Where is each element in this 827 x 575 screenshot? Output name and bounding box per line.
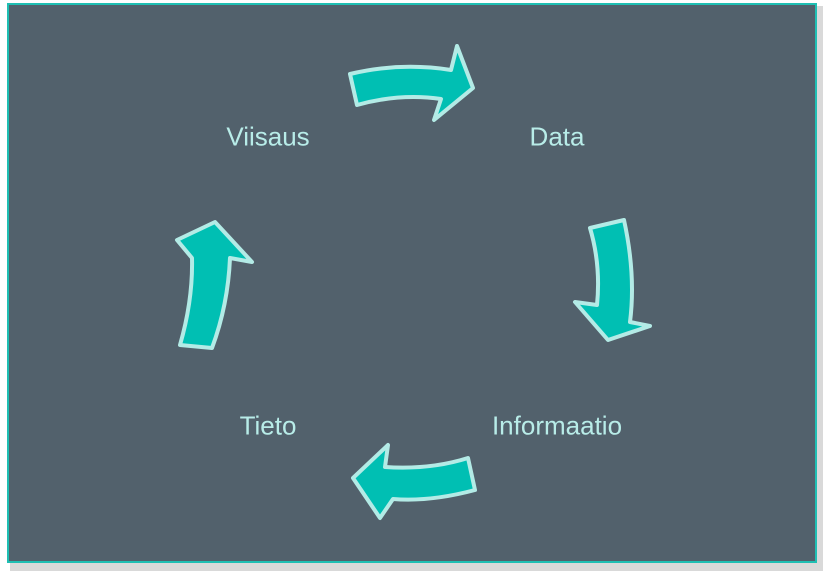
arrow-viisaus-to-data: [348, 44, 475, 122]
node-viisaus: Viisaus: [226, 121, 310, 152]
node-informaatio: Informaatio: [491, 410, 623, 441]
node-data: Data: [529, 121, 585, 152]
arrow-tieto-to-viisaus: [175, 220, 254, 350]
arrow-data-to-informaatio: [573, 218, 652, 342]
node-tieto: Tieto: [239, 410, 297, 441]
arrow-informaatio-to-tieto: [351, 443, 477, 520]
